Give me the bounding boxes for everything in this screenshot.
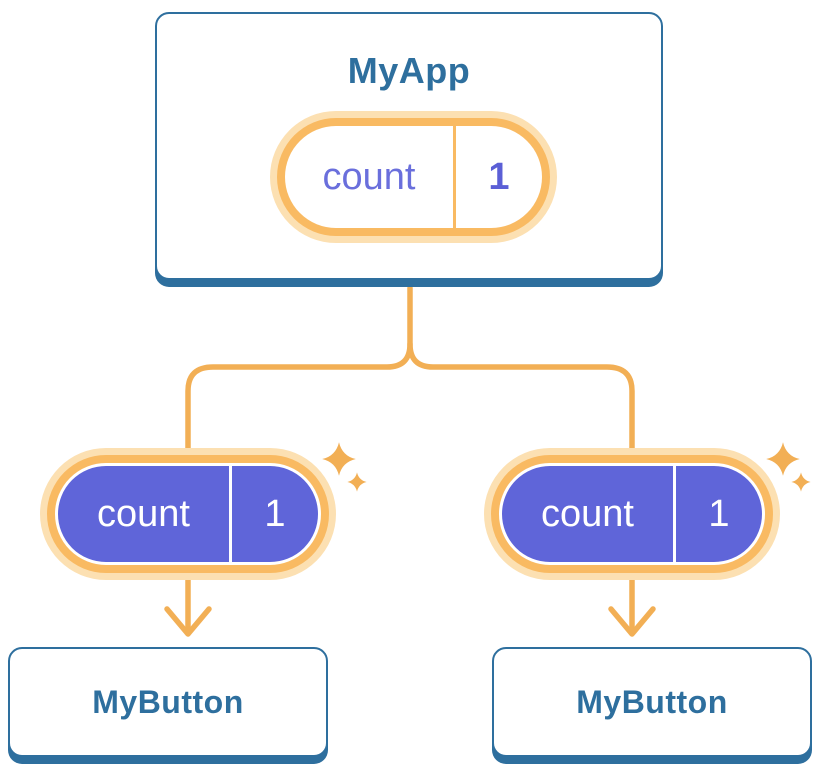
component-card-mybutton-right: MyButton: [492, 647, 812, 757]
sparkle-icon: [766, 442, 800, 476]
component-card-myapp: MyApp count 1: [155, 12, 663, 280]
prop-pill-ring: count 1: [47, 455, 329, 573]
arrow-down-icon: [164, 575, 212, 637]
component-card-mybutton-left: MyButton: [8, 647, 328, 757]
component-title: MyApp: [347, 50, 471, 91]
prop-pill-ring: count 1: [491, 455, 773, 573]
pill-divider: [453, 126, 456, 228]
pill-divider: [229, 466, 232, 562]
state-pill-value: 1: [488, 155, 510, 198]
sparkle-icon: [322, 442, 356, 476]
prop-pill-right: count 1: [484, 448, 780, 580]
connector-right: [407, 341, 635, 452]
component-title: MyButton: [576, 683, 728, 720]
component-title: MyButton: [92, 683, 244, 720]
state-pill-ring: count 1: [277, 118, 550, 236]
prop-pill-left: count 1: [40, 448, 336, 580]
prop-pill-value: 1: [708, 492, 730, 535]
sparkle-icon: [347, 472, 367, 492]
state-pill: count 1: [270, 111, 557, 243]
prop-pill-value: 1: [264, 492, 286, 535]
state-pill-label: count: [322, 155, 416, 198]
arrow-down-icon: [608, 575, 656, 637]
prop-pill-label: count: [97, 492, 190, 535]
sparkle-icon: [791, 472, 811, 492]
prop-pill-label: count: [541, 492, 634, 535]
pill-divider: [673, 466, 676, 562]
connector-left: [185, 285, 413, 452]
